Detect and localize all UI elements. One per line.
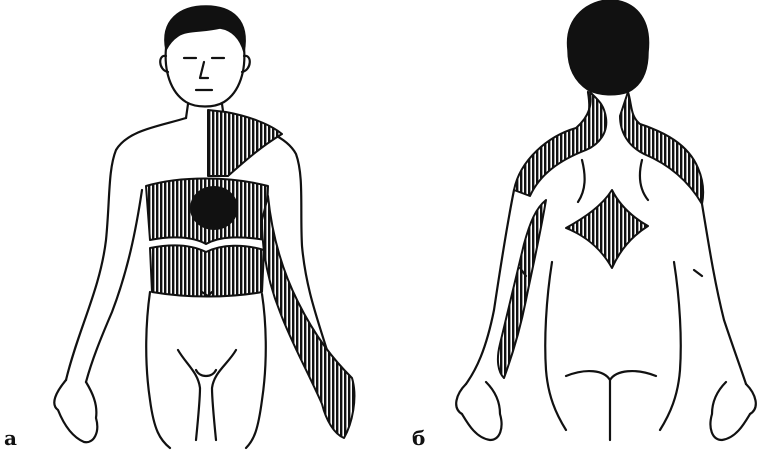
front-heart-area: [190, 186, 238, 230]
back-hair: [568, 0, 649, 95]
panel-label-back: б: [412, 428, 425, 448]
back-left-hand: [456, 382, 501, 440]
back-buttocks: [566, 371, 656, 440]
front-shaded-lower-band: [150, 245, 264, 296]
back-view-figure: [456, 0, 756, 440]
front-shaded-neck-shoulder: [208, 110, 282, 176]
panel-label-front: а: [4, 428, 17, 448]
back-shaded-arm-stripe: [498, 200, 546, 378]
front-genitals: [178, 350, 236, 440]
front-view-figure: [54, 6, 354, 448]
front-hair: [165, 6, 245, 52]
front-nose: [200, 62, 208, 78]
front-shaded-arm-stripe: [262, 196, 354, 438]
front-left-arm-inner: [86, 190, 142, 382]
back-shaded-shoulder-band-right: [620, 92, 703, 204]
back-shaded-shoulder-band: [514, 92, 606, 196]
front-left-hand: [54, 380, 97, 442]
back-right-hand: [710, 382, 755, 440]
